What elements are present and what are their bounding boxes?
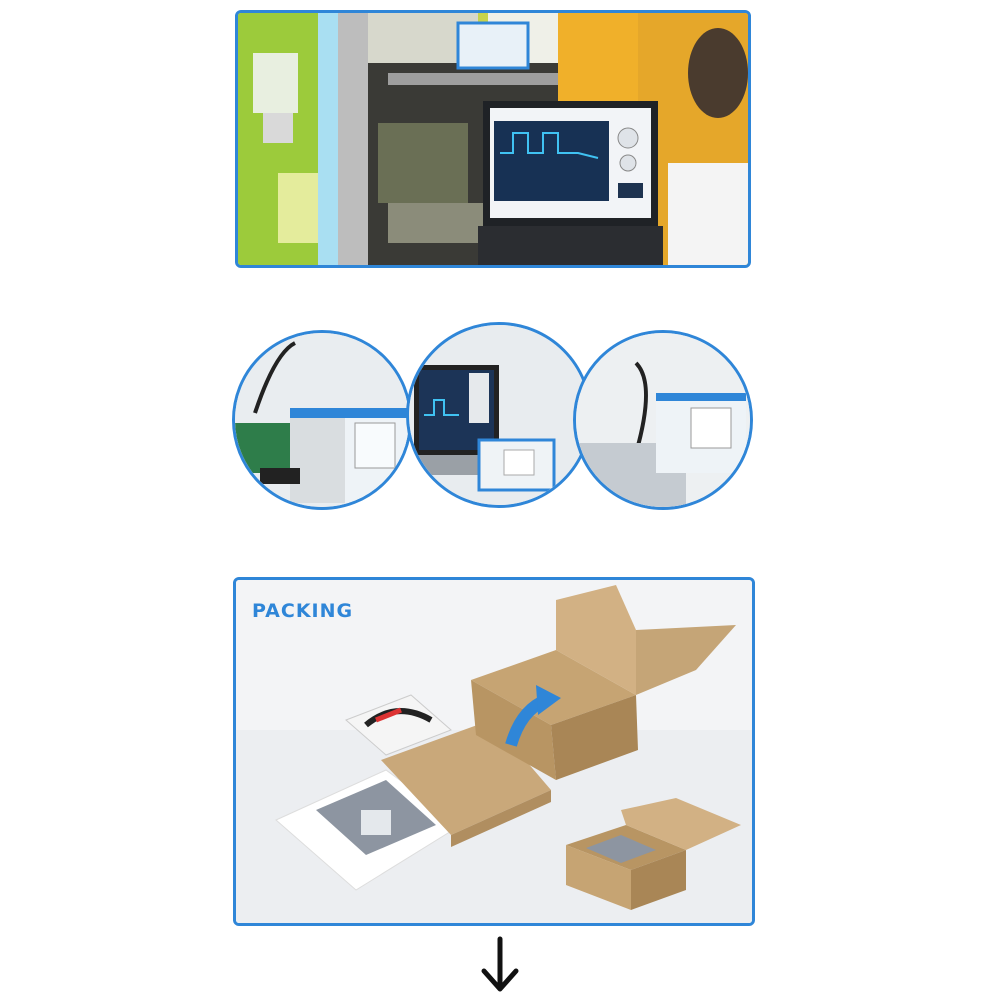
packing-label: PACKING <box>252 600 354 622</box>
probe-circuit-board-circle <box>232 330 412 510</box>
laptop-device-circle <box>406 322 592 508</box>
arrow-down-icon <box>478 935 522 995</box>
probe-laptop-circle <box>573 330 753 510</box>
lab-scene-photo <box>235 10 751 268</box>
packing-photo: PACKING <box>233 577 755 926</box>
